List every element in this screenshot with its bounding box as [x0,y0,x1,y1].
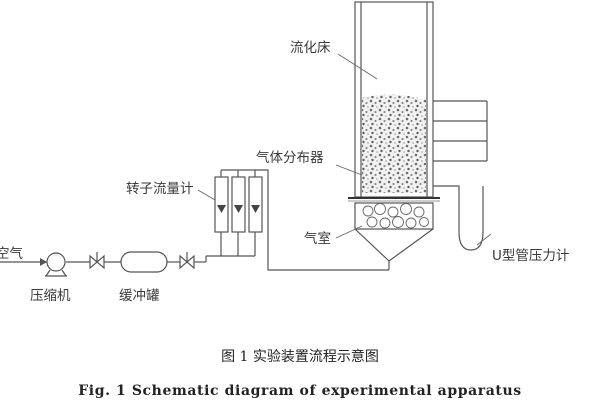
rotameter-bank [206,169,389,271]
label-rotameter: 转子流量计 [126,181,194,197]
label-compressor: 压缩机 [30,288,71,304]
label-gas-distributor: 气体分布器 [256,150,324,166]
u-tube-manometer [458,186,484,251]
label-fluidized-bed: 流化床 [290,40,331,56]
fluidized-bed-column [354,1,434,198]
caption-chinese: 图 1 实验装置流程示意图 [221,348,379,365]
pressure-taps [433,100,488,232]
label-u-manometer: U型管压力计 [492,248,569,264]
air-flow-arrow [40,258,47,266]
label-buffer-tank: 缓冲罐 [119,288,160,304]
valve-1 [89,252,105,270]
label-air: 空气 [0,246,23,262]
label-gas-chamber: 气室 [304,230,331,247]
buffer-tank-symbol [120,251,168,273]
leader-lines [197,53,492,246]
gas-distributor-plate [348,197,440,202]
particle-bed [362,94,426,193]
packing-balls [362,203,429,229]
gas-chamber [354,202,434,270]
inlet-pipeline [0,256,207,263]
caption-english: Fig. 1 Schematic diagram of experimental… [78,383,522,399]
valve-2 [179,252,195,270]
compressor-symbol [45,252,67,277]
